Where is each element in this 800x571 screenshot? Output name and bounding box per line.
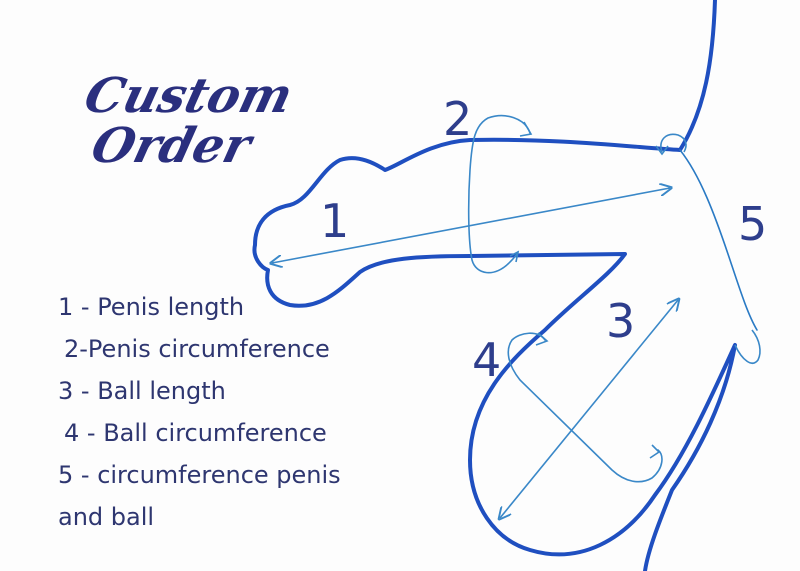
measure-number-3: 3 — [606, 294, 636, 348]
measure-loop-4 — [507, 332, 663, 483]
measure-loop-2 — [467, 114, 531, 274]
loop-4-arrowhead-top — [535, 332, 549, 346]
measure-number-5: 5 — [738, 197, 768, 251]
measure-number-2: 2 — [443, 92, 473, 146]
loop-4-arrowhead-bottom — [649, 444, 661, 459]
legend-item-2: 2-Penis circumference — [64, 335, 330, 363]
legend-item-5: 5 - circumference penis — [58, 461, 341, 489]
measure-line-3 — [500, 300, 678, 518]
legend: 1 - Penis length 2-Penis circumference 3… — [58, 286, 388, 538]
title-line-1: Custom — [79, 68, 299, 124]
measure-loop-5-top — [660, 133, 687, 153]
legend-item-1: 1 - Penis length — [58, 293, 245, 321]
loop-2-arrowhead-bottom — [509, 250, 520, 263]
measure-number-1: 1 — [320, 194, 350, 248]
legend-item-4: 4 - Ball circumference — [64, 419, 327, 447]
loop-5-arrowhead — [655, 145, 669, 156]
measure-line-1 — [272, 188, 670, 263]
legend-item-3: 3 - Ball length — [58, 377, 226, 405]
measure-loop-5-bottom — [734, 329, 761, 364]
title-line-2: Order — [86, 118, 257, 174]
loop-2-arrowhead-top — [519, 121, 533, 137]
measure-number-4: 4 — [472, 333, 502, 387]
legend-item-5-continued: and ball — [58, 503, 155, 531]
outline-right-seam — [679, 149, 758, 331]
